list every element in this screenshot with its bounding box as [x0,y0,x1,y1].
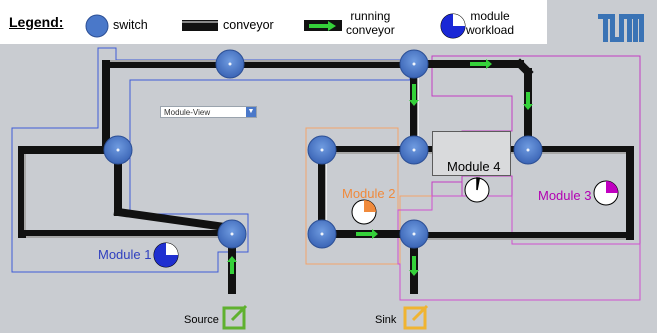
pie-slice [476,177,481,191]
module-4-workload-icon [464,177,490,203]
pie-slice [606,181,618,193]
pie-slice [166,243,178,255]
tum-logo [598,14,644,42]
legend: Legend: switch conveyor running conveyor… [0,0,547,44]
module-2-workload-icon [351,199,377,225]
module-4-boundary [397,195,641,301]
module-1-workload-icon [153,242,179,268]
pie-slice-main [154,243,178,267]
sink-label: Sink [375,314,397,326]
running-arrows [227,59,533,276]
running-conveyor-icon [304,20,342,31]
legend-title: Legend: [9,14,64,30]
module-3-label: Module 3 [538,188,592,203]
source-label: Source [184,314,219,326]
workload-icon [440,13,466,39]
module-1-label: Module 1 [98,247,152,262]
view-selector-value: Module-View [164,108,211,117]
legend-icons [85,13,466,39]
legend-conveyor-label: conveyor [223,18,274,32]
module-2-label: Module 2 [342,186,396,201]
module-3-workload-icon [593,180,619,206]
chevron-down-icon[interactable]: ▼ [246,107,256,117]
source-icon [222,304,248,330]
legend-workload-label: module workload [466,9,515,37]
module-4-label: Module 4 [447,159,501,174]
conveyor-icon [182,20,218,31]
switch-icon [85,14,109,38]
module-4-box [432,131,511,176]
sink-icon [403,304,429,330]
view-selector[interactable]: Module-View ▼ [160,106,257,118]
pie-slice [364,200,376,212]
legend-switch-label: switch [113,18,148,32]
legend-running-conveyor-label: running conveyor [346,9,395,37]
